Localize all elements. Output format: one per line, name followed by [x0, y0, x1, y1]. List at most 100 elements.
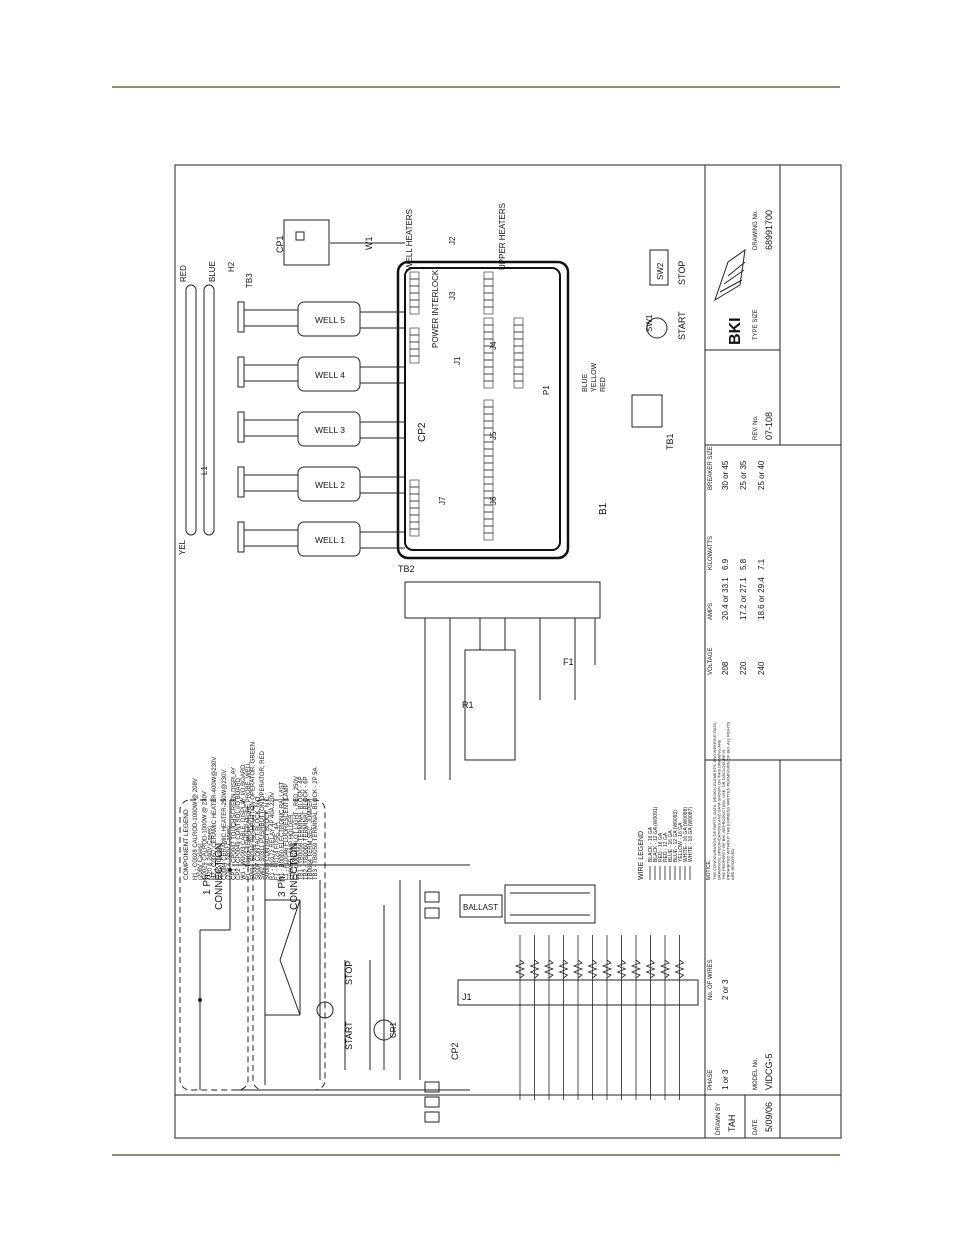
connector-pin: [483, 292, 494, 301]
heater-resistor: [587, 959, 598, 979]
legend-title: COMPONENT LEGEND: [183, 809, 190, 880]
well-label: WELL 4: [315, 370, 345, 380]
wire-legend-title: WIRE LEGEND: [638, 831, 645, 880]
one-ph-connection-label: CONNECTION: [214, 843, 225, 910]
heater-resistor: [659, 959, 671, 979]
connector-pin: [483, 366, 494, 375]
cp2-j1-connector: [457, 979, 699, 1006]
j3-label: J3: [448, 291, 457, 300]
heater-h2-element: [237, 466, 245, 498]
terminal-block-tb1: [631, 394, 663, 428]
stop-label-top: STOP: [677, 261, 687, 285]
notice-line: PROHIBITED WITHOUT THE EXPRESS WRITTEN P…: [726, 721, 731, 880]
heater-h2-element: [237, 301, 245, 333]
ratings-header: No. OF WIRES: [708, 959, 714, 1000]
ratings-cell: 208: [721, 661, 730, 675]
connector-pin: [409, 493, 420, 502]
heater-resistor: [514, 959, 526, 979]
connector-pin: [409, 500, 420, 509]
ratings-cell: 25 or 40: [757, 460, 766, 490]
model-label: MODEL No.: [753, 1058, 759, 1090]
heater-tube-2: [203, 284, 215, 536]
legend-item: P1 - T0165 TEMPERATURE PROBE, WELL: [246, 761, 252, 880]
connector-pin: [409, 521, 420, 530]
legend-item: H1 - C0028 CALROD-1000W @ 208V: [193, 778, 199, 880]
ratings-header: BREAKER SIZE: [708, 446, 714, 490]
three-ph-connection-box: [252, 799, 326, 1091]
connector-pin: [483, 420, 494, 429]
model-value: VIDCG-5: [764, 1053, 774, 1090]
lamp-l1-label: L1: [200, 466, 209, 475]
connector-pin: [409, 479, 420, 488]
three-ph-wiring: [264, 810, 301, 1085]
ratings-cell: 1 or 3: [721, 1069, 730, 1090]
terminal-block-tb2: [404, 581, 601, 619]
tb1-label: TB1: [665, 433, 675, 450]
heater-h2-element: [237, 411, 245, 443]
legend-item: TB0064 TERM SEC. JUMPER: [308, 798, 314, 880]
drawing-no-value: 68991700: [764, 210, 774, 250]
ratings-header: AMPS: [708, 603, 714, 620]
legend-item: TB3 - TB0059 TERMINAL BLOCK - 2P 5A: [313, 768, 319, 881]
cr1-coil-label: CR1: [389, 1021, 398, 1038]
red-wire-label-2: RED: [600, 377, 607, 392]
legend-item: (220 & 240V Cases): [207, 826, 213, 880]
connector-pin: [513, 359, 524, 368]
control-board-cp2-outline: [396, 260, 570, 560]
legend-item: R1 - R0172 RELAY 4P 40A 220V: [270, 792, 276, 880]
bki-logo-text: BKI: [727, 317, 744, 345]
one-ph-connection-box: [179, 799, 249, 1091]
ratings-cell: 5.8: [739, 558, 748, 570]
connector-pin: [513, 345, 524, 354]
type-size-label: TYPE SIZE: [753, 309, 759, 340]
wire-legend-item: RED - 12 GA: [663, 832, 669, 862]
legend-item: S0007 CONTACT BLOCK, N.O.: [255, 795, 261, 880]
connector-pin: [409, 292, 420, 301]
connector-pin: [483, 331, 494, 340]
connector-pin: [409, 486, 420, 495]
well-heaters-label: WELL HEATERS: [405, 209, 414, 270]
j6-label: J6: [489, 496, 498, 505]
connector-pin: [409, 299, 420, 308]
sw1-label: SW1: [645, 314, 654, 332]
drawn-by-label: DRAWN BY: [716, 1103, 722, 1135]
connector-pin: [483, 413, 494, 422]
tb2-label: TB2: [398, 564, 415, 574]
legend-item: TB1 - TB0058 TERMINAL BLOCK - 4P: [299, 776, 305, 880]
connector-pin: [483, 483, 494, 492]
connector-pin: [483, 525, 494, 534]
rev-label: REV. No.: [753, 415, 759, 440]
connector-pin: [483, 504, 494, 513]
cp2-label: CP2: [417, 422, 428, 442]
heater-resistor: [543, 959, 555, 979]
heater-resistor: [645, 959, 656, 979]
legend-item: CP2 - CP0049 CONTROL I/O BOARD: [236, 777, 242, 880]
well-label: WELL 3: [315, 425, 345, 435]
connector-pin: [409, 306, 420, 315]
b1-label: B1: [598, 502, 609, 515]
ratings-cell: 6.9: [721, 558, 730, 570]
connector-pin: [483, 271, 494, 280]
legend-item: W1 - W0093 CABLE, DISPLAY I/O BOARD: [241, 764, 247, 880]
connector-pin: [483, 462, 494, 471]
control-board-cp2: [404, 267, 561, 551]
terminal-strip-left: [424, 891, 440, 1123]
three-ph-connection-label: CONNECTION: [289, 843, 300, 910]
stop-label: STOP: [344, 961, 354, 985]
cp2-j1-label: J1: [462, 992, 472, 1002]
well-box: [297, 521, 361, 557]
drawn-by-value: TAH: [727, 1115, 737, 1132]
p1-label: P1: [542, 385, 551, 395]
start-label: START: [344, 1021, 354, 1050]
legend-item: L2 - LI0004 PILOT LIGHT - RED, 250V: [294, 776, 300, 880]
legend-item: SW1 - S0310 PUSHBUTTON OPERATOR, GREEN: [251, 742, 257, 880]
legend-item: CP1 - CP0047 TOUCHSCREEN DISPLAY: [231, 767, 237, 880]
connector-pin: [409, 285, 420, 294]
connector-pin: [409, 341, 420, 350]
connector-pin: [409, 507, 420, 516]
connector-pin: [409, 528, 420, 537]
relay-r1-label: R1: [462, 700, 474, 710]
fluorescent-lamp: [504, 884, 596, 924]
